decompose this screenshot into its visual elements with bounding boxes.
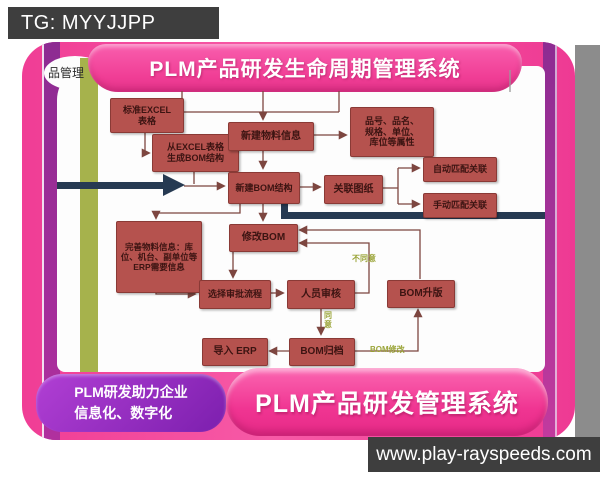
website-bar: www.play-rayspeeds.com	[368, 437, 600, 472]
node-item-attributes: 品号、品名、 规格、单位、 库位等属性	[350, 107, 434, 157]
slogan-text: PLM研发助力企业 信息化、数字化	[74, 384, 188, 421]
right-gray-margin	[575, 45, 600, 437]
node-import-erp: 导入 ERP	[202, 338, 268, 366]
tg-watermark-bar: TG: MYYJJPP	[8, 7, 219, 39]
node-personnel-review: 人员审核	[287, 280, 355, 309]
edge-label-agree: 同意	[324, 311, 332, 329]
node-new-material: 新建物料信息	[228, 122, 314, 151]
node-from-excel-bom: 从EXCEL表格 生成BOM结构	[152, 134, 239, 172]
node-modify-bom: 修改BOM	[229, 224, 298, 252]
frame-left-purple-stripe	[42, 42, 60, 440]
frame-right-purple-stripe	[543, 42, 557, 440]
node-manual-match: 手动匹配关联	[423, 193, 497, 218]
title-banner: PLM产品研发生命周期管理系统	[88, 44, 522, 92]
node-bom-archive: BOM归档	[289, 338, 355, 366]
node-auto-match: 自动匹配关联	[423, 157, 497, 182]
node-select-approval: 选择审批流程	[199, 280, 271, 309]
node-link-drawing: 关联图纸	[324, 175, 383, 204]
slogan-card: PLM研发助力企业 信息化、数字化	[36, 374, 226, 432]
edge-label-bom-modify: BOM修改	[370, 345, 405, 354]
node-complete-material: 完善物料信息：库位、机台、副单位等ERP需要信息	[116, 221, 202, 293]
bottom-banner: PLM产品研发管理系统	[226, 368, 548, 436]
node-bom-upgrade: BOM升版	[387, 280, 455, 308]
lane-label: 品管理	[48, 66, 85, 80]
lane-olive-strip	[80, 58, 98, 372]
node-standard-excel: 标准EXCEL 表格	[110, 98, 184, 133]
page-title: PLM产品研发生命周期管理系统	[149, 58, 461, 81]
node-new-bom: 新建BOM结构	[228, 172, 300, 204]
edge-label-disagree: 不同意	[352, 254, 376, 263]
bottom-banner-title: PLM产品研发管理系统	[255, 390, 519, 418]
